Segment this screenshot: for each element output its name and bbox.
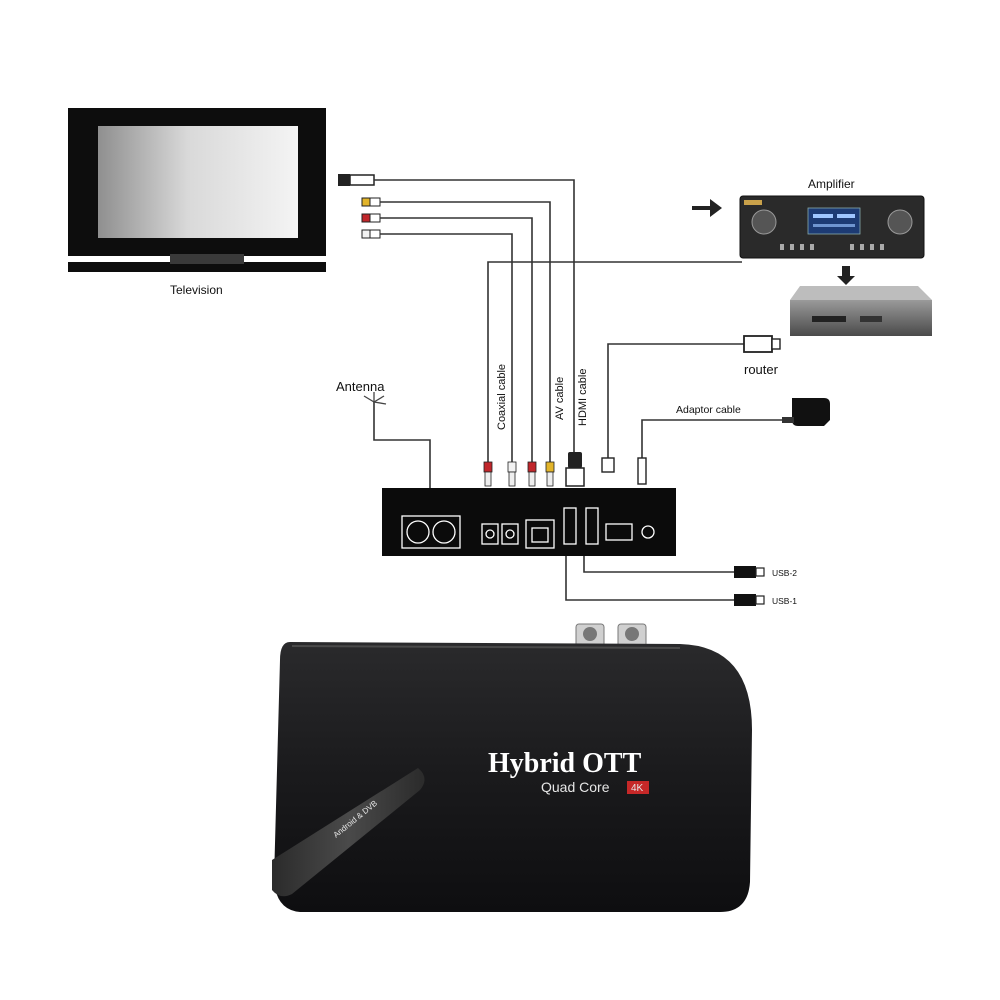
amplifier-label: Amplifier	[808, 177, 855, 191]
dc-plug-icon	[637, 457, 647, 485]
arrow-right-icon	[692, 199, 722, 217]
coax-plug-icon	[483, 461, 493, 473]
rca-red-icon	[361, 213, 371, 223]
ott-device-stripe	[272, 768, 425, 897]
tuner-port	[401, 515, 461, 549]
dc-port	[641, 525, 655, 539]
tv-stand-neck	[170, 254, 244, 264]
hdmi-port	[605, 523, 633, 541]
hdmi-cable-label: HDMI cable	[577, 369, 589, 426]
usb-port-1	[563, 507, 577, 545]
device-plugs	[483, 452, 647, 487]
av-white-line	[380, 233, 513, 462]
av-red-line	[380, 217, 533, 462]
tv-screen	[98, 126, 298, 238]
amplifier	[692, 195, 925, 259]
usb2-plug-icon	[734, 566, 765, 578]
power-adaptor-icon	[782, 398, 830, 426]
receiver-box	[790, 286, 932, 336]
usb-port-2	[585, 507, 599, 545]
usb1-plug-icon	[734, 594, 765, 606]
amplifier-display	[807, 207, 861, 235]
hdmi-plug-icon	[338, 174, 350, 186]
adaptor-cable-line	[641, 419, 790, 458]
amplifier-knob-left	[751, 209, 777, 235]
av-yellow-plug-icon	[545, 461, 555, 473]
rca-port-2	[501, 523, 519, 545]
usb2-label: USB-2	[772, 568, 797, 578]
antenna-icon	[363, 392, 387, 405]
coaxial-cable-label: Coaxial cable	[496, 364, 508, 430]
av-white-plug-icon	[507, 461, 517, 473]
router-plug-icon	[743, 335, 781, 353]
cable-lines	[373, 179, 790, 601]
usb1-label: USB-1	[772, 596, 797, 606]
back-panel-body	[382, 488, 676, 556]
rca-port-1	[481, 523, 499, 545]
av-red-plug-icon	[527, 461, 537, 473]
av-cable-label: AV cable	[554, 377, 566, 420]
tv-stand-bar	[68, 262, 326, 272]
antenna-label: Antenna	[336, 379, 385, 394]
hdmi-cable-line	[374, 179, 575, 452]
ott-device-body	[274, 642, 752, 912]
ott-product-name: Hybrid OTT	[488, 748, 642, 779]
rca-white-icon	[361, 229, 371, 239]
arrow-down-icon	[837, 266, 855, 285]
router-cable-line	[607, 343, 744, 458]
av-yellow-line	[380, 201, 551, 462]
ott-4k-badge	[627, 781, 649, 794]
amplifier-knob-right	[887, 209, 913, 235]
device-back-panel	[382, 488, 676, 556]
tv-connectors	[338, 174, 381, 239]
ethernet-port	[525, 519, 555, 549]
hdmi-device-plug-icon	[568, 452, 582, 468]
router-label: router	[744, 362, 779, 377]
antenna-cable-line	[373, 402, 431, 488]
rca-yellow-icon	[361, 197, 371, 207]
ethernet-plug-icon	[601, 457, 615, 473]
coaxial-cable-line	[487, 261, 742, 462]
television-label: Television	[170, 283, 223, 297]
usb1-cable-line	[565, 552, 734, 601]
television	[68, 108, 326, 272]
usb2-cable-line	[583, 552, 734, 573]
ott-product-subtitle: Quad Core	[541, 779, 610, 795]
adaptor-cable-label: Adaptor cable	[676, 404, 741, 416]
ott-4k-badge-text: 4K	[631, 783, 644, 794]
ott-device-photo	[272, 623, 752, 912]
hdmi-plug-body	[349, 174, 375, 186]
